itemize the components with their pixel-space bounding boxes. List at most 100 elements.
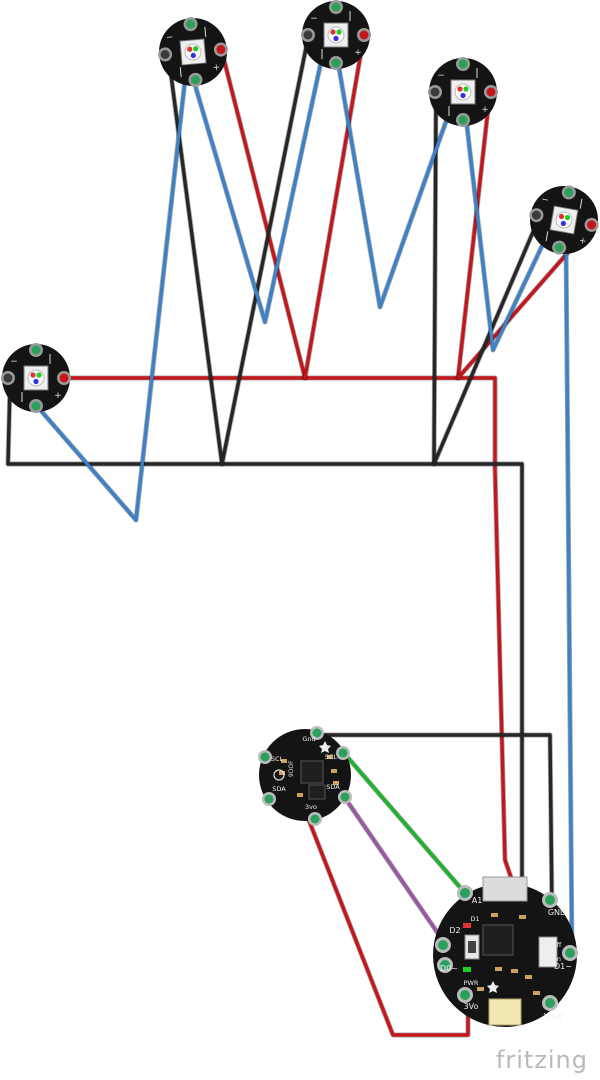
sensor-component bbox=[327, 755, 333, 759]
sensor-component bbox=[281, 759, 287, 763]
sensor-pin-pad bbox=[338, 748, 348, 758]
led-d1 bbox=[463, 923, 471, 928]
sensor-pin-pad bbox=[312, 728, 322, 738]
neopixel-pin-pad bbox=[31, 345, 41, 355]
neopixel-pin-pad bbox=[186, 19, 196, 29]
led-blue-die bbox=[33, 378, 39, 385]
neopixel-3: −+ bbox=[301, 0, 371, 70]
sensor-chip-small bbox=[308, 784, 326, 800]
flora-pin-label: 3Vo bbox=[464, 1002, 479, 1011]
neopixel-pin-pad bbox=[430, 87, 440, 97]
flora-label: on bbox=[553, 955, 561, 963]
neopixel-pin-pad bbox=[458, 115, 468, 125]
neopixel-pin-pad bbox=[564, 187, 574, 197]
wire-green-scl bbox=[341, 750, 467, 895]
led-green-die bbox=[193, 46, 199, 52]
neopixel-pin-pad bbox=[531, 210, 541, 220]
sensor-pin-pad bbox=[260, 752, 270, 762]
neopixel-pin-pad bbox=[587, 220, 597, 230]
sensor-pin-label: SCL bbox=[271, 755, 284, 763]
microcontroller-chip bbox=[482, 924, 514, 956]
pixel-minus-label: − bbox=[10, 357, 18, 367]
arrow-icon bbox=[579, 198, 583, 209]
flora-component bbox=[533, 991, 540, 995]
flora-pin-pad bbox=[460, 888, 470, 898]
pixel-plus-label: + bbox=[354, 48, 362, 58]
reset-button-cap bbox=[468, 941, 476, 953]
neopixel-pin-pad bbox=[31, 401, 41, 411]
star-icon bbox=[319, 741, 331, 753]
wire-blue-data-1 bbox=[34, 33, 192, 522]
sensor-chip bbox=[300, 760, 324, 784]
sensor-pin-pad bbox=[340, 792, 350, 802]
led-green-die bbox=[463, 86, 469, 92]
led-red-die bbox=[558, 213, 565, 220]
sensor-pin-label: SCL bbox=[325, 753, 338, 761]
led-blue-die bbox=[190, 52, 196, 59]
flora-pin-pad bbox=[460, 990, 470, 1000]
wire-red-pixel-1 bbox=[220, 50, 307, 380]
sensor-component bbox=[279, 771, 285, 775]
pixel-minus-label: − bbox=[165, 33, 173, 44]
flora-pin-label: A1 bbox=[472, 896, 483, 905]
led-red-die bbox=[457, 86, 463, 92]
led-red-die bbox=[30, 372, 36, 378]
neopixel-5: −+ bbox=[529, 185, 599, 255]
sensor-component bbox=[331, 769, 337, 773]
pixel-plus-label: + bbox=[481, 105, 489, 115]
pixel-plus-label: + bbox=[54, 391, 62, 401]
neopixel-pin-pad bbox=[160, 49, 170, 59]
arrow-icon bbox=[204, 26, 207, 37]
gender-symbol-icon bbox=[273, 769, 285, 781]
wire-black-pixel-1 bbox=[166, 50, 224, 466]
flora-component bbox=[519, 915, 526, 919]
flora-pin-label: D0~ bbox=[440, 964, 458, 973]
led-green-die bbox=[336, 29, 342, 35]
wire-red-pixel-2 bbox=[303, 33, 366, 380]
neopixel-pin-pad bbox=[190, 75, 200, 85]
neopixel-pin-pad bbox=[303, 30, 313, 40]
sensor-pin-label: SDA bbox=[272, 785, 286, 793]
flora-pin-label: GND bbox=[548, 908, 566, 917]
neopixel-pin-pad bbox=[359, 30, 369, 40]
flora-pin-label: D2 bbox=[449, 926, 460, 935]
flora-component bbox=[511, 969, 518, 973]
flora-pin-pad bbox=[545, 895, 555, 905]
neopixel-4: −+ bbox=[428, 57, 498, 127]
pixel-plus-label: + bbox=[578, 236, 587, 247]
led-blue-die bbox=[333, 35, 339, 42]
led-red-die bbox=[330, 29, 336, 35]
jst-battery-connector bbox=[488, 998, 522, 1026]
led-blue-die bbox=[460, 92, 466, 99]
wire-black-sensor-gnd bbox=[316, 733, 554, 912]
flora-pin-label: Vout bbox=[544, 1012, 562, 1021]
flora-pin-label: D1~ bbox=[554, 962, 572, 971]
wire-blue-data-2 bbox=[188, 18, 332, 324]
star-icon bbox=[487, 981, 499, 993]
sensor-pin-label: 3vo bbox=[305, 803, 317, 811]
led-blue-die bbox=[560, 220, 566, 227]
fritzing-logo: fritzing bbox=[495, 1046, 588, 1074]
sensor-pin-label: Gnd bbox=[302, 735, 315, 743]
pixel-plus-label: + bbox=[212, 63, 220, 74]
wire-red-pixel-3 bbox=[456, 90, 492, 380]
wire-blue-data-5 bbox=[564, 243, 574, 955]
neopixel-pin-pad bbox=[458, 59, 468, 69]
neopixel-pin-pad bbox=[216, 45, 226, 55]
sensor-pin-pad bbox=[310, 814, 320, 824]
neopixel-2: −+ bbox=[158, 17, 228, 87]
flora-component bbox=[525, 975, 532, 979]
flora-label: PWR bbox=[464, 979, 479, 987]
flora-component bbox=[491, 913, 498, 917]
sensor-pin-label: SDA bbox=[326, 783, 340, 791]
wire-black-pixel-4 bbox=[432, 223, 538, 466]
sensor-chip-label: 9DOF bbox=[288, 760, 295, 777]
flora-label: D1 bbox=[470, 915, 479, 923]
flora-pin-pad bbox=[545, 998, 555, 1008]
led-red-die bbox=[187, 46, 193, 52]
neopixel-pin-pad bbox=[486, 87, 496, 97]
pixel-minus-label: − bbox=[310, 14, 318, 24]
